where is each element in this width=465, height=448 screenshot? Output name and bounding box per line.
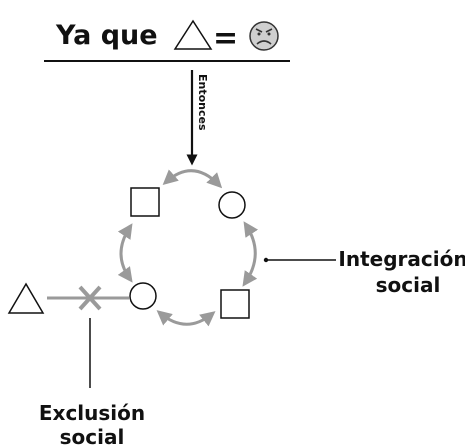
cross-icon [78, 285, 102, 311]
triangle-icon [173, 19, 213, 50]
curved-arrow-icon [117, 223, 133, 283]
square-icon [220, 289, 250, 319]
curved-arrow-icon [156, 310, 216, 327]
curved-arrow-icon [242, 221, 259, 287]
arrow-label: Entonces [196, 74, 209, 131]
square-icon [130, 187, 160, 217]
curved-arrow-icon [162, 169, 223, 189]
circle-icon [218, 191, 246, 219]
exclusion-label-line1: Exclusión [39, 401, 145, 425]
header-text: Ya que [55, 20, 158, 51]
integration-label-line1: Integración [338, 247, 465, 271]
equals-sign: = [213, 21, 238, 56]
integration-label-line2: social [376, 273, 441, 297]
circle-icon [129, 282, 157, 310]
exclusion-label-line2: social [60, 425, 125, 448]
frown-face-icon [249, 21, 279, 51]
triangle-icon [7, 282, 45, 314]
